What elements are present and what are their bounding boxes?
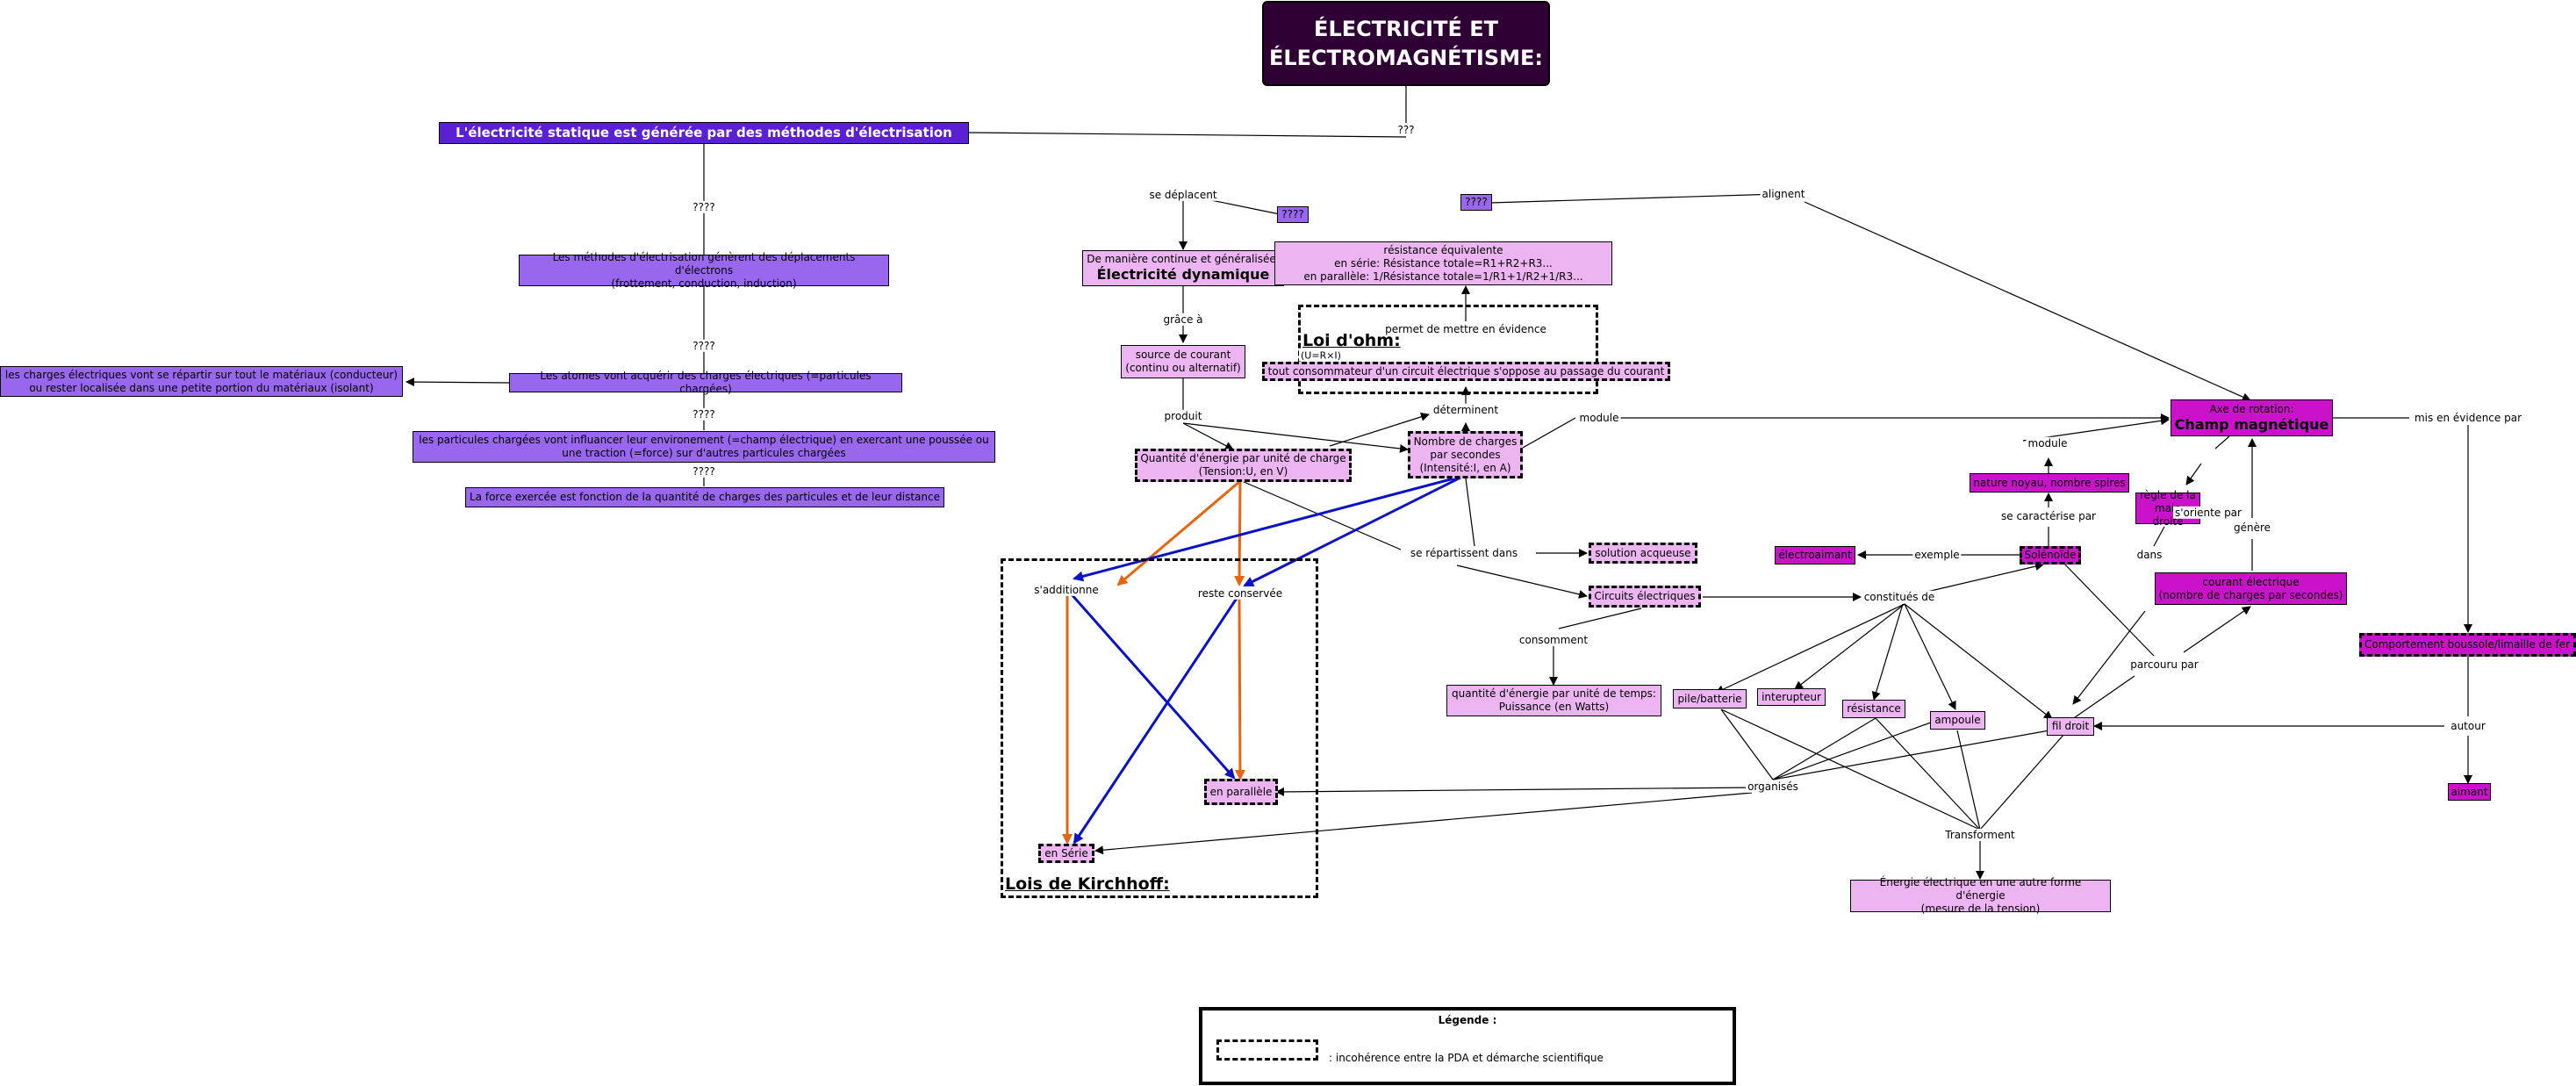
label-q-b: ???? xyxy=(691,339,717,353)
label-se-deplacent: se déplacent xyxy=(1147,188,1219,202)
node-consommateur-oppose: tout consommateur d'un circuit électriqu… xyxy=(1262,362,1670,381)
label-autour: autour xyxy=(2449,719,2487,733)
label-consomment: consomment xyxy=(1517,633,1590,647)
main-title: ÉLECTRICITÉ ET ÉLECTROMAGNÉTISME: xyxy=(1262,1,1550,86)
node-champ-magnetique: Axe de rotation: Champ magnétique xyxy=(2171,399,2333,436)
node-dynamique-intro: De manière continue et généralisée: xyxy=(1087,253,1280,265)
label-q-top: ??? xyxy=(1396,123,1417,137)
label-organises: organisés xyxy=(1746,780,1800,794)
label-q-d: ???? xyxy=(691,464,717,478)
node-puissance: quantité d'énergie par unité de temps: P… xyxy=(1446,685,1661,716)
label-determinent: déterminent xyxy=(1431,403,1501,417)
node-force-exercee: La force exercée est fonction de la quan… xyxy=(465,487,944,507)
node-electricite-dynamique: De manière continue et généralisée: Élec… xyxy=(1082,250,1284,286)
node-electroaimant: électroaimant xyxy=(1775,546,1855,565)
node-question-1: ???? xyxy=(1277,206,1309,223)
label-oriente: s'oriente par xyxy=(2173,506,2243,520)
ohm-group xyxy=(1298,305,1598,394)
label-exemple: exemple xyxy=(1912,548,1962,562)
label-caracterise: se caractérise par xyxy=(1999,509,2098,523)
label-constitues-de: constitués de xyxy=(1862,590,1937,604)
label-sadditionne: s'additionne xyxy=(1032,583,1101,597)
ohm-formula: (U=R×I) xyxy=(1299,349,1343,362)
kirchhoff-group xyxy=(1001,558,1318,898)
label-genere: génère xyxy=(2231,521,2273,535)
node-tension: Quantité d'énergie par unité de charge (… xyxy=(1135,449,1352,482)
ohm-title: Loi d'ohm: xyxy=(1302,331,1401,350)
node-intensite: Nombre de charges par secondes (Intensit… xyxy=(1408,431,1523,478)
node-champ-title: Champ magnétique xyxy=(2174,415,2329,433)
node-charges-repartir: les charges électriques vont se répartir… xyxy=(0,366,403,397)
label-grace-a: grâce à xyxy=(1161,313,1205,327)
node-courant-electrique: courant électrique (nombre de charges pa… xyxy=(2155,572,2347,605)
node-resistance-equivalente: résistance équivalente en série: Résista… xyxy=(1274,241,1612,285)
label-q-c: ???? xyxy=(691,407,717,421)
legend: Légende : : incohérence entre la PDA et … xyxy=(1199,1007,1736,1085)
node-circuits-electriques: Circuits électriques xyxy=(1589,586,1701,608)
node-fil-droit: fil droit xyxy=(2047,717,2094,736)
node-interrupteur: interupteur xyxy=(1757,688,1826,706)
label-repartissent: se répartissent dans xyxy=(1408,546,1520,560)
legend-title: Légende : xyxy=(1438,1014,1497,1026)
node-resistance: résistance xyxy=(1842,700,1905,718)
node-comportement-boussole: Comportement boussole/limaille de fer xyxy=(2359,633,2576,657)
legend-swatch xyxy=(1216,1039,1318,1061)
node-champ-intro: Axe de rotation: xyxy=(2209,402,2294,415)
node-methodes-electrisation: Les méthodes d'électrisation génèrent de… xyxy=(519,251,889,290)
node-source-courant: source de courant (continu ou alternatif… xyxy=(1121,345,1245,378)
label-permet: permet de mettre en évidence xyxy=(1383,322,1548,336)
node-solution-aqueuse: solution acqueuse xyxy=(1589,543,1697,564)
label-parcouru: parcouru par xyxy=(2128,658,2200,672)
node-en-serie: en Série xyxy=(1038,844,1094,863)
label-q-a: ???? xyxy=(691,200,717,214)
node-question-2: ???? xyxy=(1460,194,1492,211)
legend-text: : incohérence entre la PDA et démarche s… xyxy=(1329,1052,1604,1064)
node-en-parallele: en parallèle xyxy=(1204,779,1278,805)
node-particules-chargees: les particules chargées vont influancer … xyxy=(413,431,995,463)
node-energie-electrique: Énergie électrique en une autre forme d'… xyxy=(1850,876,2111,915)
label-module: module xyxy=(1577,411,1621,425)
label-alignent: alignent xyxy=(1760,187,1807,201)
node-aimant: aimant xyxy=(2448,783,2491,801)
node-dynamique-title: Électricité dynamique xyxy=(1096,266,1270,283)
label-produit: produit xyxy=(1162,409,1204,423)
label-dans: dans xyxy=(2135,548,2164,562)
label-mis-en-evidence: mis en évidence par xyxy=(2412,411,2524,425)
label-module-2: module xyxy=(2026,436,2070,450)
node-pile-batterie: pile/batterie xyxy=(1673,689,1747,708)
node-electricite-statique: L'électricité statique est générée par d… xyxy=(439,122,969,144)
node-solenoide: Solénoïde xyxy=(2020,546,2081,565)
node-nature-noyau: nature noyau, nombre spires xyxy=(1970,473,2129,493)
label-transforment: Transforment xyxy=(1943,828,2017,842)
kirchhoff-title: Lois de Kirchhoff: xyxy=(1005,874,1170,894)
node-ampoule: ampoule xyxy=(1930,711,1985,730)
label-reste-conservee: reste conservée xyxy=(1195,586,1285,601)
node-atomes-charges: Les atomes vont acquérir des charges éle… xyxy=(509,370,902,395)
